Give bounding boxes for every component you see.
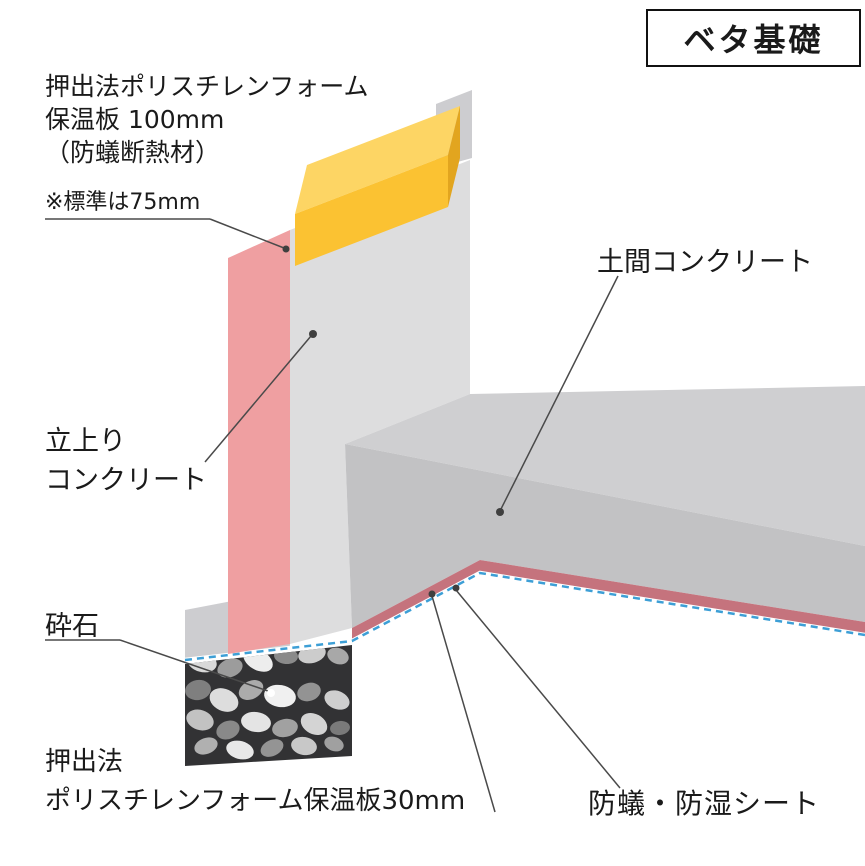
label-standard-note: ※標準は75mm [45,190,201,215]
tachiagari-leader [204,335,312,463]
note-leader [209,218,285,249]
moisture-sheet-line [184,571,865,662]
label-insulation-100mm: 押出法ポリスチレンフォーム 保温板 100mm （防蟻断熱材） [45,70,369,169]
insulation-board-top-face [295,106,460,214]
title-box: ベタ基礎 [646,9,861,67]
insulation-board-front-face [295,155,448,266]
label-doma-concrete: 土間コンクリート [597,247,813,278]
label-line: コンクリート [45,465,207,496]
leader-dot [267,689,275,697]
slab-top-face [345,386,865,546]
rising-wall-cut-face [290,160,470,644]
label-moisture-sheet: 防蟻・防湿シート [588,787,821,820]
label-line: 立上り [45,426,126,457]
leader-lines [45,218,621,813]
insulation30-leader [431,595,496,813]
leader-dot [309,330,317,338]
page-title: ベタ基礎 [683,21,824,59]
insulation-board-end-face [448,106,460,207]
leader-dot [428,590,436,598]
label-line: （防蟻断熱材） [45,138,221,167]
label-line: 保温板 100mm [45,105,225,134]
saiseki-leader [119,639,269,692]
sheet-leader [455,589,621,789]
doma-leader [499,275,619,512]
label-line: ポリスチレンフォーム保温板30mm [45,786,466,816]
leader-dot [282,245,290,253]
label-crushed-stone: 砕石 [45,611,99,642]
label-line: 押出法ポリスチレンフォーム [45,72,369,101]
leader-dot [496,508,504,516]
label-line: 押出法 [45,747,124,777]
label-rising-concrete: 立上り コンクリート [45,422,207,500]
slab-front-face [345,444,865,628]
label-insulation-30mm: 押出法 ポリスチレンフォーム保温板30mm [45,743,465,821]
leader-dot [452,584,460,592]
wall-insulation-pink-face [228,230,290,654]
